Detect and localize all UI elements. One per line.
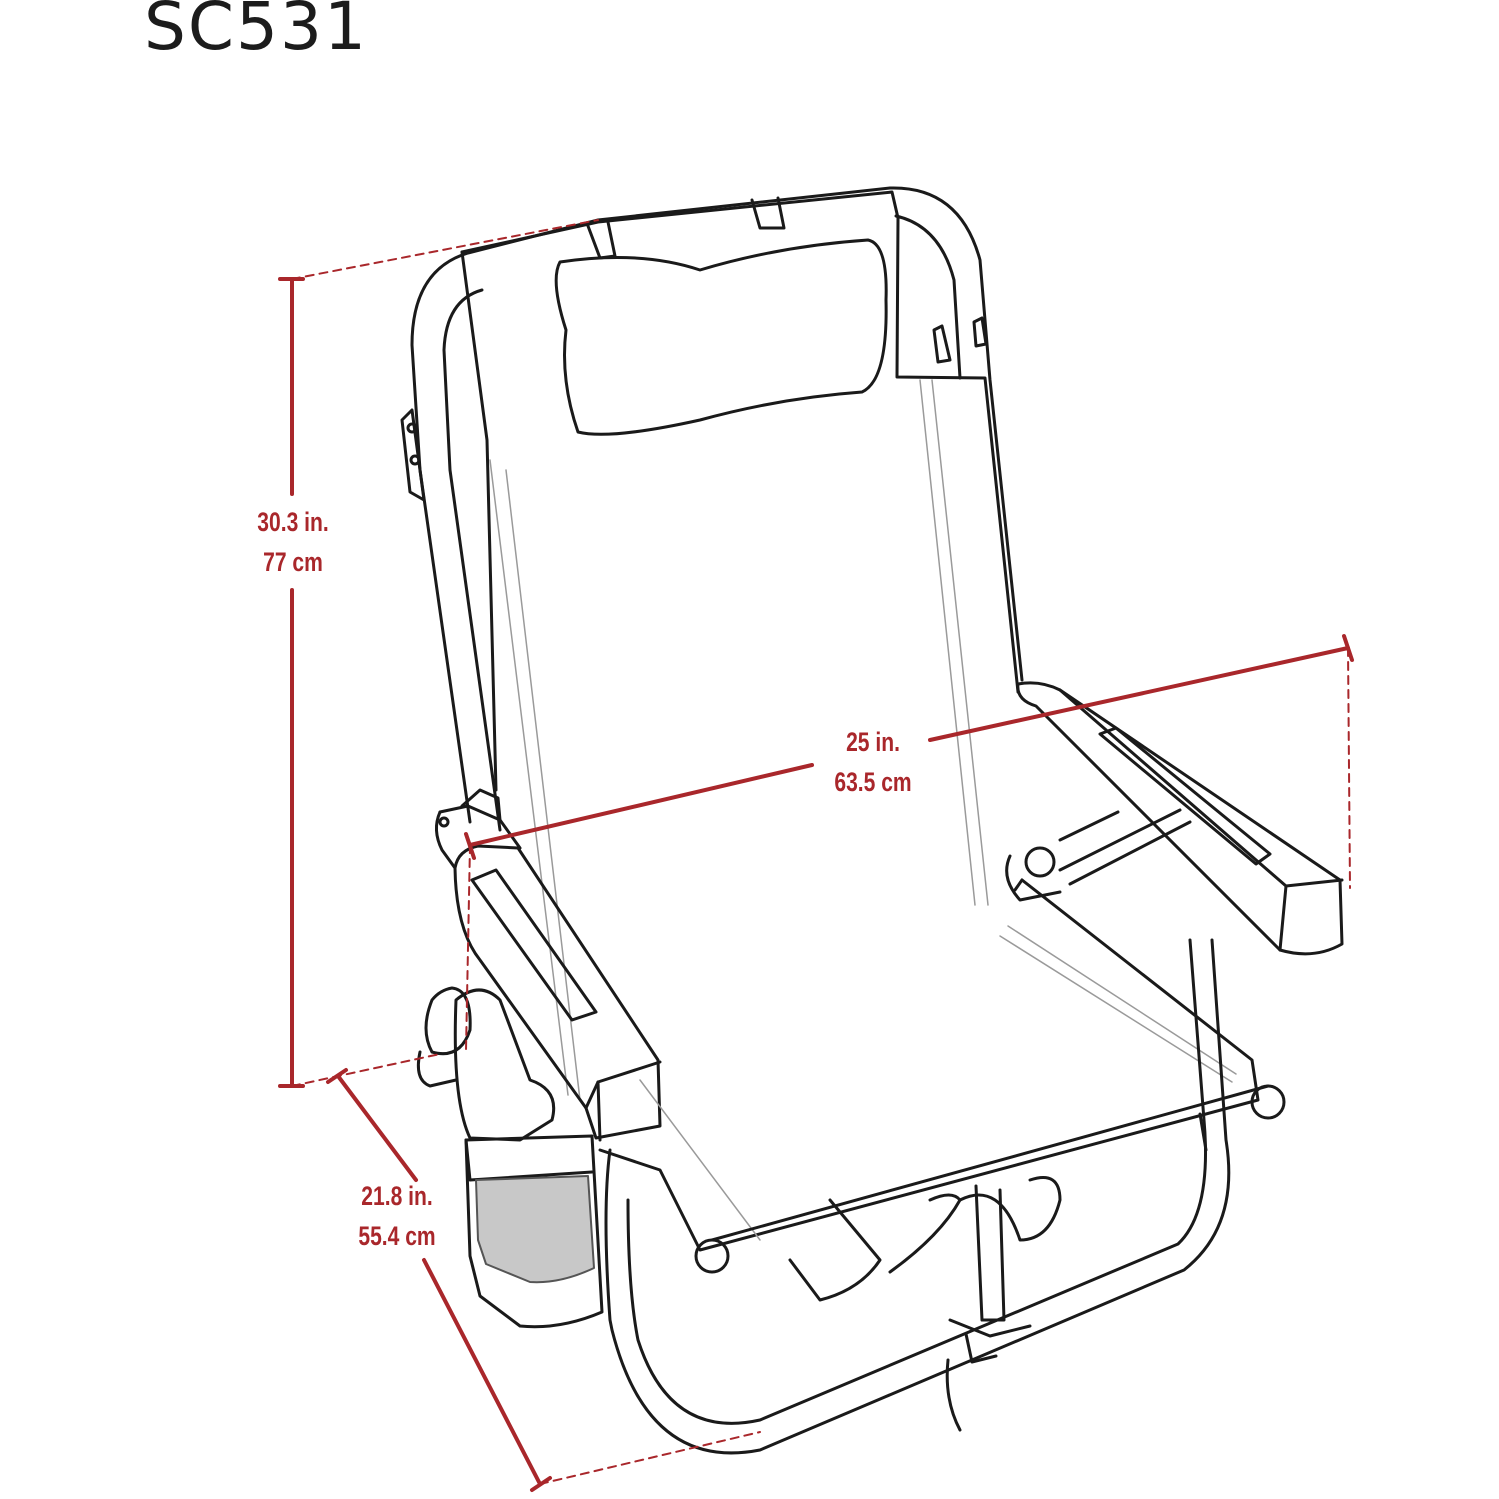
height-dimension-label: 30.3 in. 77 cm [235,502,352,582]
width-dimension-line [464,634,1354,1051]
cup-holder-mesh [475,1175,595,1284]
width-imperial: 25 in. [846,727,900,757]
cup-holder-outline [464,1134,604,1329]
depth-dimension-label: 21.8 in. 55.4 cm [339,1176,456,1256]
left-armrest [453,844,662,1140]
seat-fabric [598,878,1260,1252]
backrest-fabric [460,190,1020,694]
seat-rod-end-left [694,1238,730,1274]
headrest-pillow [554,238,888,436]
seat-rod-end-right [1250,1084,1286,1120]
depth-dimension-line [326,1068,761,1492]
height-metric: 77 cm [263,547,323,577]
chair-outline [400,186,1344,1455]
right-armrest [1016,681,1344,956]
height-imperial: 30.3 in. [257,507,329,537]
backrest-frame-inner [442,288,502,832]
model-number-title: SC531 [144,0,368,65]
dimension-lines [278,219,1354,1492]
height-dimension-line [278,219,599,1088]
side-storage-bag [453,988,556,1142]
depth-imperial: 21.8 in. [361,1181,433,1211]
depth-metric: 55.4 cm [358,1221,436,1251]
width-metric: 63.5 cm [834,767,912,797]
base-frame [604,938,1231,1455]
width-dimension-label: 25 in. 63.5 cm [815,722,932,802]
